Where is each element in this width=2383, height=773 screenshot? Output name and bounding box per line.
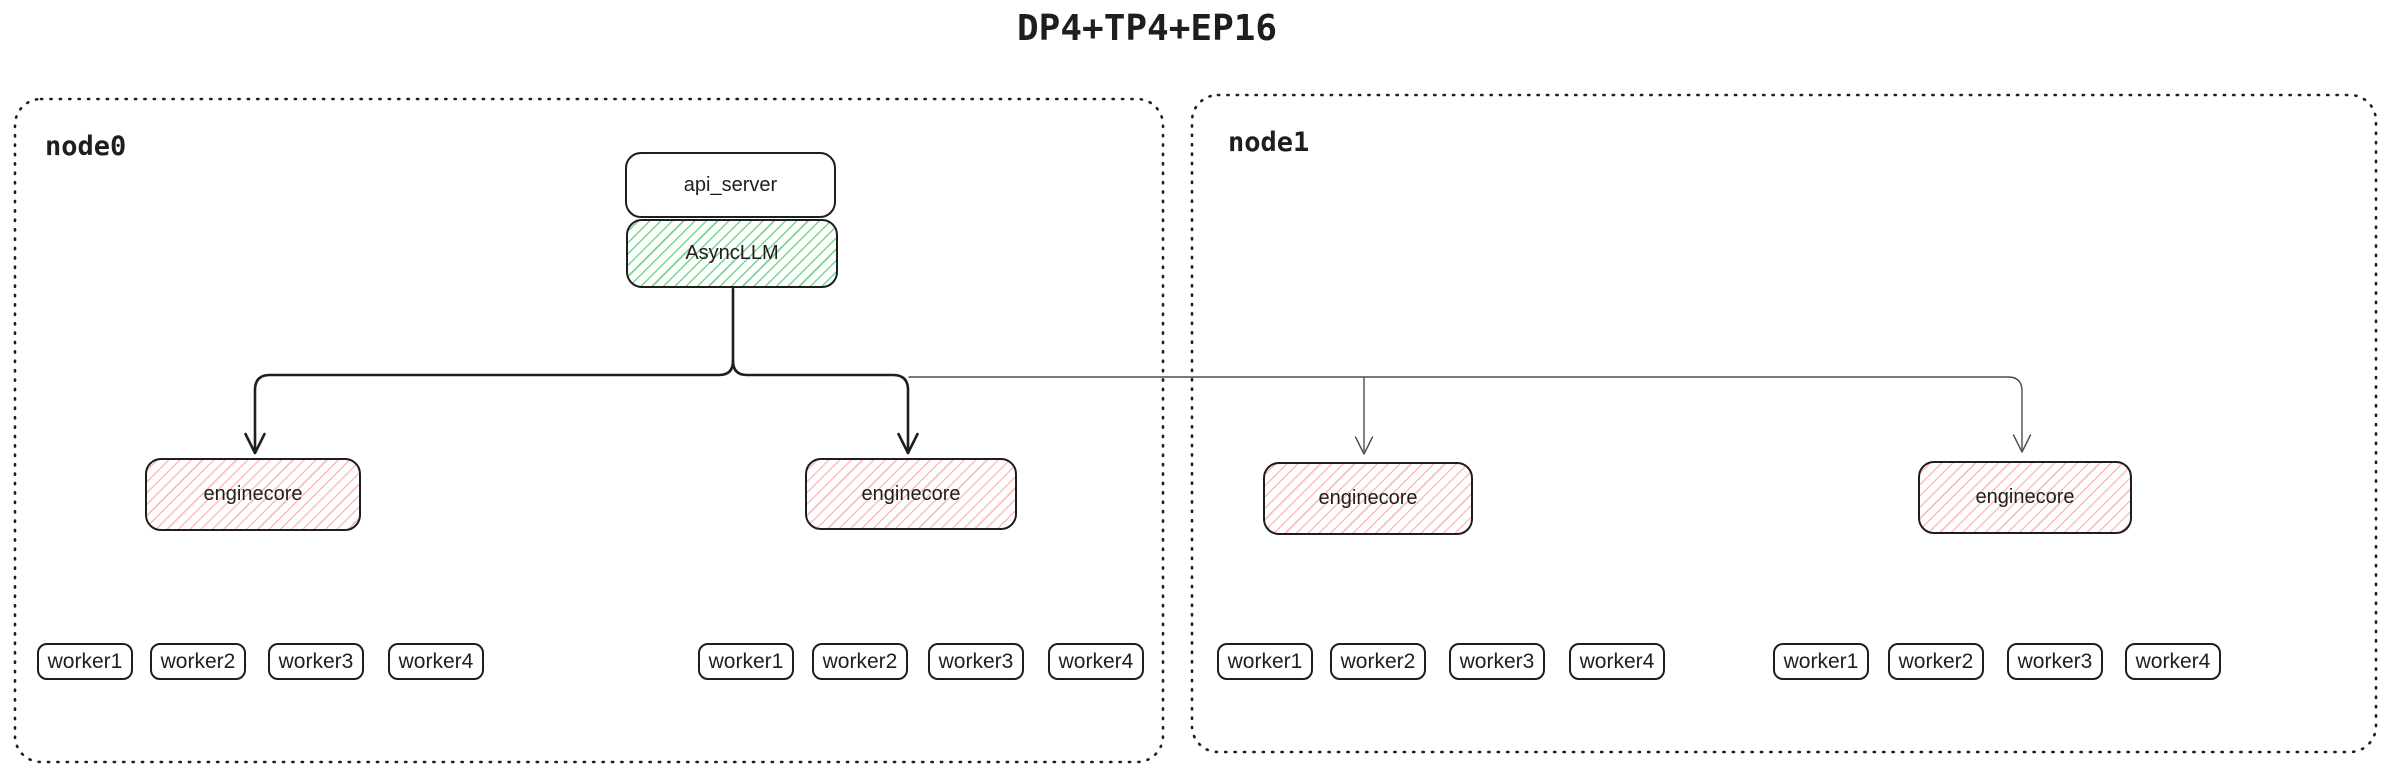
asyncllm-box: AsyncLLM (626, 219, 838, 288)
worker-label: worker4 (2135, 649, 2211, 673)
worker-label: worker3 (2017, 649, 2093, 673)
asyncllm-label: AsyncLLM (685, 242, 779, 264)
worker-box: worker2 (150, 643, 246, 680)
api-server-box: api_server (625, 152, 836, 218)
worker-label: worker2 (1340, 649, 1416, 673)
worker-label: worker4 (1579, 649, 1655, 673)
diagram-title: DP4+TP4+EP16 (1017, 8, 1278, 49)
worker-label: worker1 (47, 649, 123, 673)
worker-box: worker1 (1217, 643, 1313, 680)
worker-box: worker3 (1449, 643, 1545, 680)
connector-asyncllm-enginecore1 (253, 287, 735, 451)
enginecore4-box: enginecore (1918, 461, 2132, 534)
worker-label: worker1 (1783, 649, 1859, 673)
arrowhead-enginecore1 (244, 432, 266, 455)
worker-box: worker1 (698, 643, 794, 680)
arrowhead-enginecore4 (2012, 434, 2032, 453)
worker-label: worker3 (278, 649, 354, 673)
worker-label: worker3 (938, 649, 1014, 673)
worker-label: worker4 (398, 649, 474, 673)
arrowhead-enginecore2 (897, 432, 919, 455)
api-server-label: api_server (683, 173, 778, 196)
worker-label: worker4 (1058, 649, 1134, 673)
enginecore4-label: enginecore (1975, 486, 2075, 508)
arrowhead-enginecore3 (1354, 436, 1374, 455)
node0-label: node0 (45, 131, 127, 162)
worker-box: worker2 (1888, 643, 1984, 680)
node1-border (1190, 93, 2378, 754)
worker-box: worker1 (37, 643, 133, 680)
worker-box: worker1 (1773, 643, 1869, 680)
enginecore3-box: enginecore (1263, 462, 1473, 535)
worker-label: worker1 (1227, 649, 1303, 673)
connector-asyncllm-enginecore2 (731, 359, 910, 451)
enginecore1-box: enginecore (145, 458, 361, 531)
worker-label: worker1 (708, 649, 784, 673)
worker-box: worker4 (1569, 643, 1665, 680)
enginecore3-label: enginecore (1318, 487, 1418, 509)
worker-box: worker3 (2007, 643, 2103, 680)
worker-box: worker4 (388, 643, 484, 680)
worker-label: worker2 (1898, 649, 1974, 673)
worker-box: worker4 (1048, 643, 1144, 680)
worker-box: worker2 (812, 643, 908, 680)
node1-label: node1 (1228, 127, 1310, 158)
worker-box: worker2 (1330, 643, 1426, 680)
connector-asyncllm-enginecore4 (908, 376, 2023, 450)
enginecore2-box: enginecore (805, 458, 1017, 530)
worker-label: worker2 (822, 649, 898, 673)
worker-box: worker3 (928, 643, 1024, 680)
worker-box: worker4 (2125, 643, 2221, 680)
worker-label: worker2 (160, 649, 236, 673)
worker-label: worker3 (1459, 649, 1535, 673)
enginecore2-label: enginecore (861, 482, 961, 505)
worker-box: worker3 (268, 643, 364, 680)
enginecore1-label: enginecore (203, 483, 303, 505)
